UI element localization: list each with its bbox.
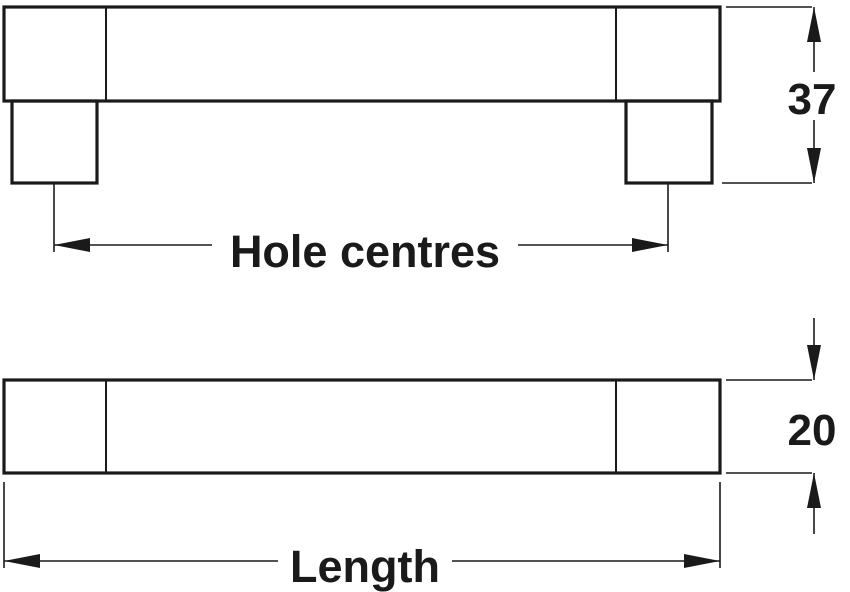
height-37-dimension: 37: [722, 6, 837, 184]
length-label: Length: [290, 541, 440, 592]
length-arrow-right: [684, 554, 720, 568]
height-20-arrow-top: [807, 345, 821, 380]
height-37-label: 37: [788, 75, 837, 124]
length-dimension: Length: [3, 482, 721, 592]
hole-centres-label: Hole centres: [230, 226, 500, 277]
height-37-arrow-top: [807, 7, 821, 42]
length-arrow-left: [4, 554, 40, 568]
top-view: [2, 378, 722, 475]
hole-centres-arrow-left: [54, 238, 90, 252]
hole-centres-arrow-right: [632, 238, 668, 252]
height-20-dimension: 20: [726, 318, 836, 534]
height-37-arrow-bottom: [807, 148, 821, 183]
side-view: [2, 5, 722, 185]
left-leg: [10, 99, 99, 185]
right-leg: [624, 99, 714, 185]
top-view-bar: [2, 378, 722, 475]
height-20-label: 20: [788, 406, 837, 455]
hole-centres-dimension: Hole centres: [53, 183, 669, 277]
side-view-bar: [2, 5, 722, 103]
height-20-arrow-bottom: [807, 473, 821, 508]
